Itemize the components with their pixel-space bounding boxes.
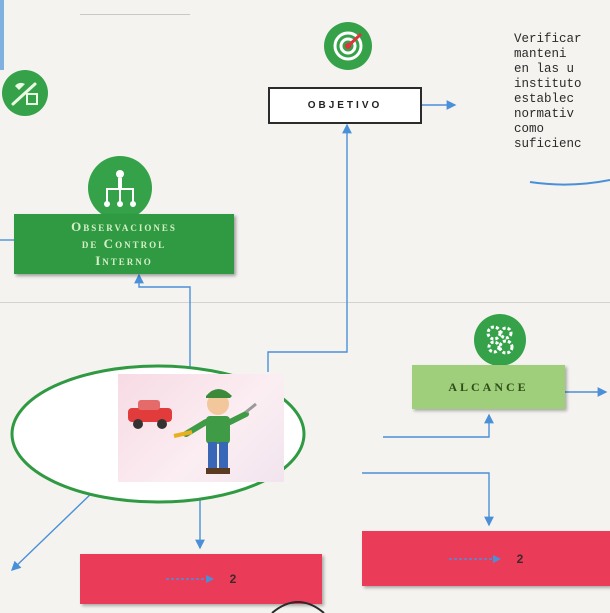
partial-circle-outline <box>271 601 325 613</box>
objective-text: Verificar manteni en las u instituto est… <box>514 32 610 182</box>
objective-text-line: Verificar <box>514 32 582 46</box>
arrow-right-icon <box>165 575 214 583</box>
left-edge-mark <box>0 0 4 70</box>
gears-icon <box>474 314 526 366</box>
objective-text-line: establec <box>514 92 575 106</box>
bottom-left-box: 2 <box>80 554 322 604</box>
connector-to-bottom-right <box>362 472 494 527</box>
bottom-left-box-label: 2 <box>229 572 237 586</box>
alcance-label: Alcance <box>448 380 529 394</box>
arrow-right-icon <box>448 554 501 563</box>
objective-text-line: en las u <box>514 62 575 76</box>
connector-to-observaciones <box>134 273 191 372</box>
observaciones-label-line2: de Control <box>81 236 167 251</box>
observaciones-label-line1: Observaciones <box>71 219 177 234</box>
org-chart-icon <box>88 156 152 220</box>
divider-top <box>80 14 190 15</box>
alcance-box: Alcance <box>412 365 565 409</box>
connector-down-left <box>10 489 96 571</box>
connector-to-alcance <box>383 413 494 438</box>
objective-text-line: instituto <box>514 77 582 91</box>
objective-text-line: normativ <box>514 107 575 121</box>
objective-text-line: como <box>514 122 545 136</box>
connector-to-objetivo <box>267 123 352 372</box>
text-underline-accent <box>529 179 610 186</box>
observaciones-box: Observaciones de Control Interno <box>14 214 234 274</box>
objetivo-box: Objetivo <box>268 87 422 124</box>
objetivo-label: Objetivo <box>307 100 383 111</box>
objective-text-line: manteni <box>514 47 567 61</box>
target-icon <box>324 22 372 70</box>
bottom-right-box: 2 <box>362 531 610 586</box>
divider-middle <box>0 302 610 303</box>
tools-icon <box>2 70 48 116</box>
observaciones-label-line3: Interno <box>95 253 153 268</box>
objective-text-line: suficienc <box>514 137 582 151</box>
bottom-right-box-label: 2 <box>516 551 524 566</box>
worker-clipart <box>118 374 284 482</box>
